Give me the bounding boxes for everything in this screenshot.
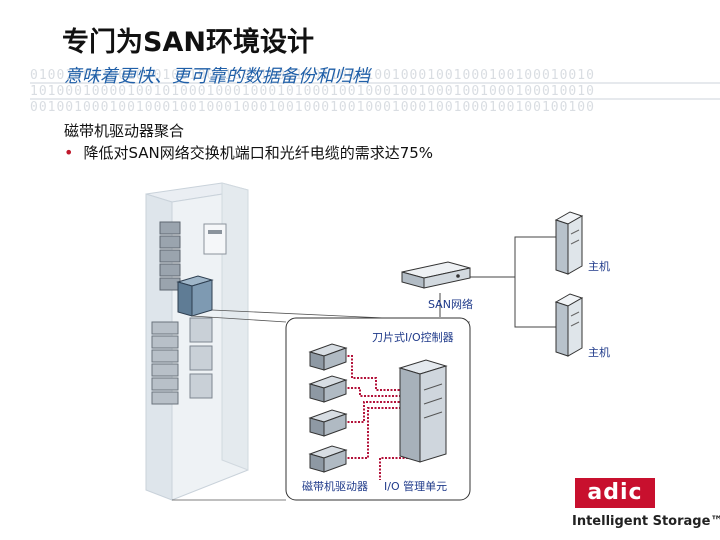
brand-tagline: Intelligent Storage™ <box>572 514 720 529</box>
binary-pattern-row: 0100100010010001001000100110001001100010… <box>30 68 595 83</box>
host-top-label: 主机 <box>588 260 610 273</box>
io-unit-label: I/O 管理单元 <box>384 480 448 493</box>
cabinet-io-blade <box>176 275 214 317</box>
binary-pattern-row: 0010010001001000100100010001001000100100… <box>30 100 595 115</box>
host-server-top <box>554 211 584 275</box>
host-server-bottom <box>554 293 584 357</box>
cabinet-side-units <box>189 317 213 399</box>
header-stripe <box>30 82 720 84</box>
slide-title: 专门为SAN环境设计 <box>62 27 314 58</box>
controller-label: 刀片式I/O控制器 <box>372 331 454 344</box>
host-bottom-label: 主机 <box>588 346 610 359</box>
san-switch-label: SAN网络 <box>428 298 473 311</box>
cabinet-top-module <box>203 223 227 255</box>
bullet-item: • 降低对SAN网络交换机端口和光纤电缆的需求达75% <box>64 142 433 163</box>
slide-subtitle: 意味着更快、更可靠的数据备份和归档 <box>64 66 370 87</box>
san-switch-device <box>401 261 471 289</box>
io-management-unit <box>398 359 448 463</box>
network-lines <box>439 236 556 328</box>
bullet-dot-icon: • <box>64 143 74 162</box>
logo-text: adic <box>587 480 643 505</box>
cabinet-drive-stack-lower <box>151 321 179 405</box>
header-band: 0100100010010001001000100110001001100010… <box>0 0 720 115</box>
section-heading: 磁带机驱动器聚合 <box>64 122 185 140</box>
drives-label: 磁带机驱动器 <box>302 480 368 493</box>
cabinet-drive-stack-upper <box>159 221 181 291</box>
header-stripe <box>30 98 720 100</box>
adic-logo: adic <box>575 478 655 508</box>
zoom-tape-drives <box>308 343 348 473</box>
bullet-text: 降低对SAN网络交换机端口和光纤电缆的需求达75% <box>83 144 434 162</box>
binary-pattern-row: 1010001000010010100010001000101000100100… <box>30 84 595 99</box>
